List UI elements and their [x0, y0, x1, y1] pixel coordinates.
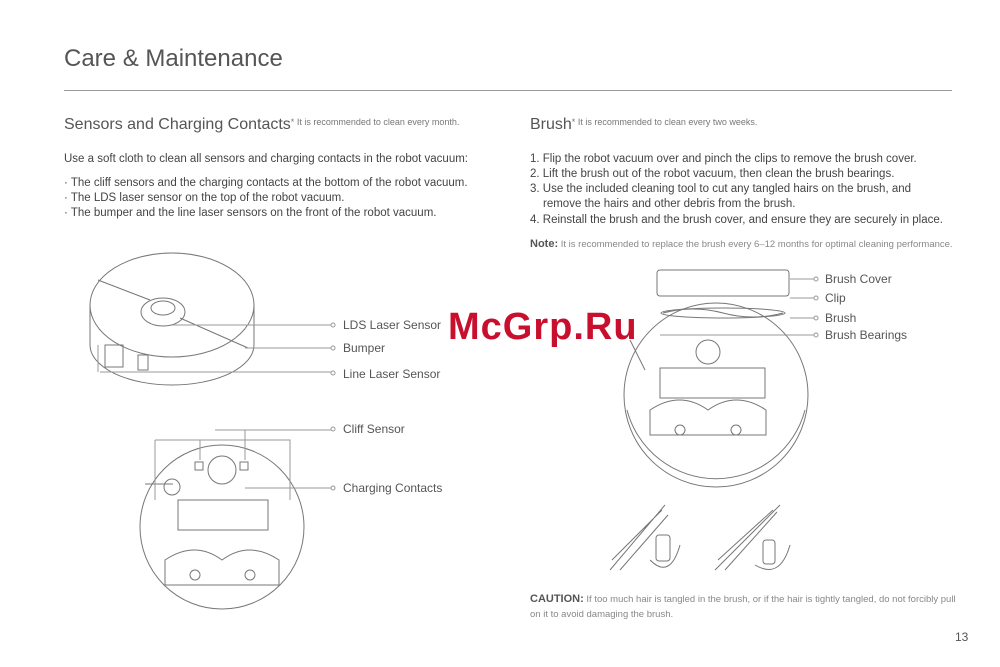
brush-step: 1. Flip the robot vacuum over and pinch …	[530, 153, 917, 165]
label-charging-contacts: Charging Contacts	[343, 481, 443, 495]
watermark: McGrp.Ru	[448, 306, 638, 348]
caution-label: CAUTION:	[530, 593, 584, 605]
label-brush-cover: Brush Cover	[825, 272, 892, 286]
label-brush-bearings: Brush Bearings	[825, 328, 908, 342]
brush-step: remove the hairs and other debris from t…	[543, 198, 796, 210]
sensors-title: Sensors and Charging Contacts	[64, 116, 291, 133]
brush-parts-illustration	[656, 269, 790, 319]
brush-step: 3. Use the included cleaning tool to cut…	[530, 183, 912, 195]
label-cliff-sensor: Cliff Sensor	[343, 422, 405, 436]
note-text: It is recommended to replace the brush e…	[560, 239, 953, 250]
page-title: Care & Maintenance	[64, 45, 283, 72]
brush-step: 2. Lift the brush out of the robot vacuu…	[530, 168, 895, 180]
divider	[64, 90, 952, 91]
brush-heading: Brush* It is recommended to clean every …	[530, 116, 757, 134]
sensors-heading: Sensors and Charging Contacts* It is rec…	[64, 116, 459, 134]
label-bumper: Bumper	[343, 341, 386, 355]
note-label: Note:	[530, 238, 559, 250]
brush-note: Note: It is recommended to replace the b…	[530, 237, 953, 252]
label-brush: Brush	[825, 311, 857, 325]
label-line-laser-sensor: Line Laser Sensor	[343, 367, 441, 381]
caution-body: If too much hair is tangled in the brush…	[530, 594, 956, 620]
sensors-bullet: · The LDS laser sensor on the top of the…	[64, 192, 345, 204]
robot-underside-illustration	[623, 302, 809, 488]
asterisk: *	[571, 117, 576, 127]
sensors-hint: It is recommended to clean every month.	[296, 117, 460, 127]
brush-step: 4. Reinstall the brush and the brush cov…	[530, 214, 943, 226]
leader-lines	[97, 276, 819, 500]
robot-bottom-illustration	[139, 444, 305, 610]
brush-title: Brush	[530, 116, 572, 133]
asterisk: *	[290, 117, 295, 127]
brush-hint: It is recommended to clean every two wee…	[577, 117, 758, 127]
label-lds-laser-sensor: LDS Laser Sensor	[343, 318, 442, 332]
sensors-bullet: · The cliff sensors and the charging con…	[64, 177, 468, 189]
label-clip: Clip	[825, 291, 846, 305]
sensors-intro: Use a soft cloth to clean all sensors an…	[64, 153, 468, 165]
hands-illustration	[609, 504, 791, 571]
page-number: 13	[955, 630, 969, 644]
robot-top-illustration	[89, 252, 255, 386]
sensors-bullet: · The bumper and the line laser sensors …	[64, 207, 437, 219]
caution-text: CAUTION: If too much hair is tangled in …	[530, 592, 960, 622]
